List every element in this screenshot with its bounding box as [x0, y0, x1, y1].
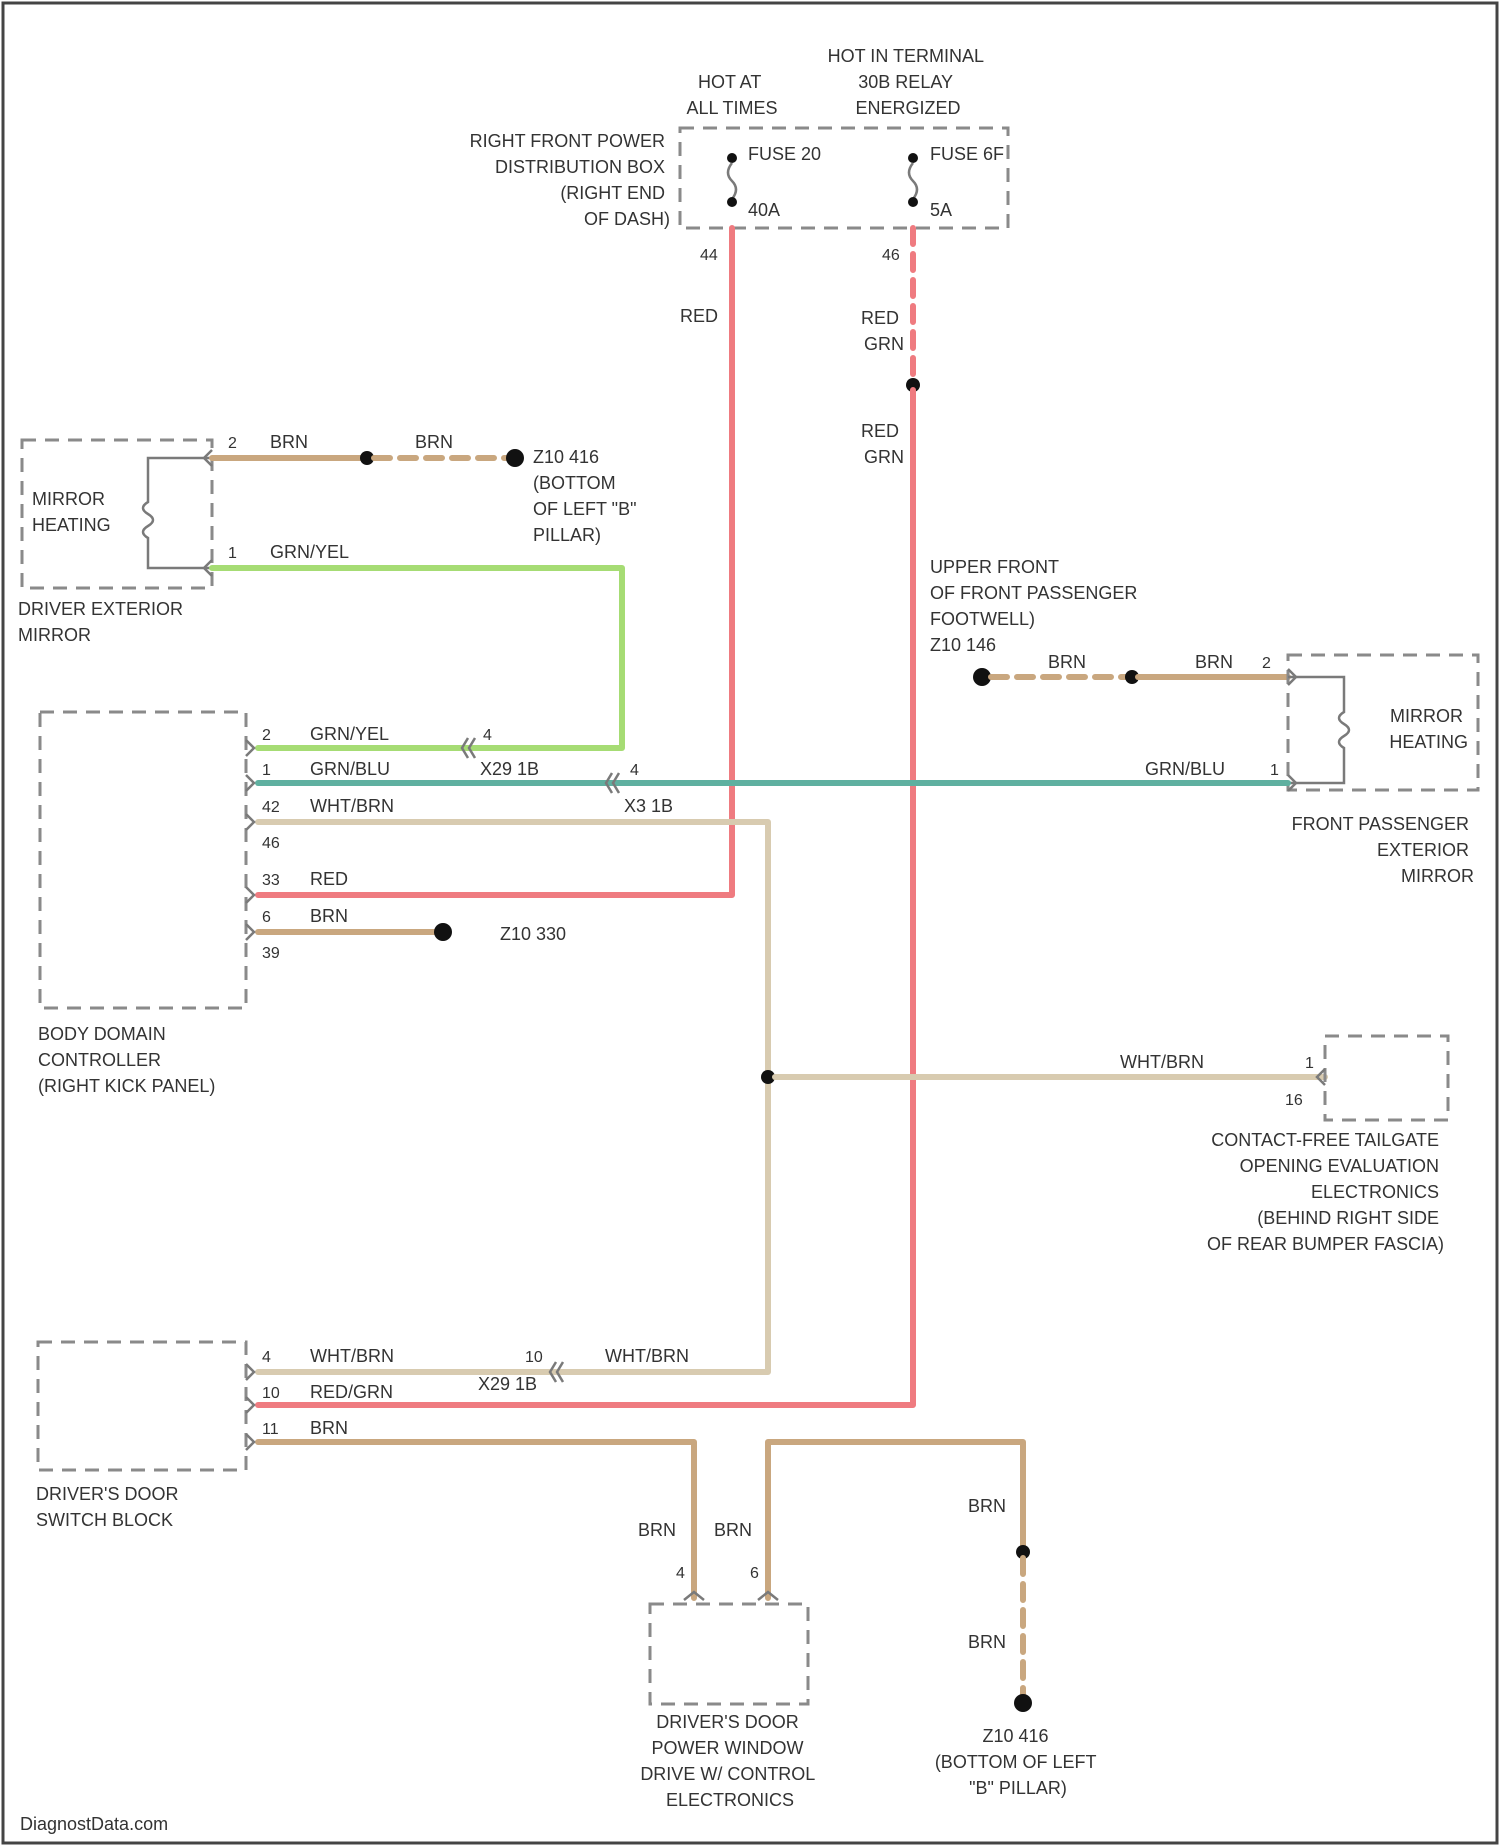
door-switch-label: DRIVER'S DOOR SWITCH BLOCK: [36, 1484, 183, 1530]
fuse-20-rating: 40A: [748, 200, 780, 220]
ground-z10-416-bottom: [1014, 1694, 1032, 1712]
brn-wire-label-7: BRN: [638, 1520, 676, 1540]
window-drive-label: DRIVER'S DOOR POWER WINDOW DRIVE W/ CONT…: [640, 1712, 819, 1810]
red-grn-wire-label-upper: RED GRN: [861, 308, 904, 354]
fuse-6f-name: FUSE 6F: [930, 144, 1004, 164]
x29-1b-bottom-label: X29 1B: [478, 1374, 537, 1394]
driver-mirror-heating-label: MIRROR HEATING: [32, 489, 111, 535]
brn-wire-door-switch-window: [258, 1442, 694, 1598]
window-drive-box: [650, 1604, 808, 1704]
footer-watermark: DiagnostData.com: [20, 1814, 168, 1834]
x29-1b-top-label: X29 1B: [480, 759, 539, 779]
wht-brn-wire-label-1: WHT/BRN: [310, 796, 394, 816]
hot-in-terminal-label: HOT IN TERMINAL 30B RELAY ENERGIZED: [828, 46, 989, 118]
grn-yel-wire: [212, 568, 622, 748]
door-switch-pin-11: 11: [262, 1421, 279, 1438]
brn-wire-label-10: BRN: [968, 1632, 1006, 1652]
red-wire-label-bdc: RED: [310, 869, 348, 889]
red-grn-wire-label-lower: RED GRN: [861, 421, 904, 467]
x3-pin: 4: [630, 762, 639, 779]
fuse-6f: FUSE 6F 5A 46: [882, 144, 1004, 264]
ground-z10-330-label: Z10 330: [500, 924, 566, 944]
grn-blu-wire-label-2: GRN/BLU: [1145, 759, 1225, 779]
pin-markers: [204, 450, 1325, 1450]
brn-wire-label-9: BRN: [968, 1496, 1006, 1516]
window-drive-pin-symbols: [684, 1592, 778, 1600]
door-switch-box: [38, 1342, 246, 1470]
tailgate-box: [1325, 1036, 1448, 1120]
grn-yel-wire-label-2: GRN/YEL: [310, 724, 389, 744]
brn-wire-label-8: BRN: [714, 1520, 752, 1540]
x29-pin-top: 4: [483, 727, 492, 744]
fuse-20: FUSE 20 40A 44: [700, 144, 821, 264]
brn-wire-label-2: BRN: [415, 432, 453, 452]
hot-at-all-times-label: HOT AT ALL TIMES: [686, 72, 777, 118]
passenger-mirror-pin-1: 1: [1270, 762, 1279, 779]
bdc-label: BODY DOMAIN CONTROLLER (RIGHT KICK PANEL…: [38, 1024, 215, 1096]
brn-wire-label-6: BRN: [310, 1418, 348, 1438]
red-grn-wire-label-inline: RED/GRN: [310, 1382, 393, 1402]
driver-mirror-heater-element: [143, 458, 212, 568]
ground-z10-146-label: UPPER FRONT OF FRONT PASSENGER FOOTWELL)…: [930, 557, 1142, 655]
red-wire-label: RED: [680, 306, 718, 326]
power-distribution-box-label: RIGHT FRONT POWER DISTRIBUTION BOX (RIGH…: [470, 131, 670, 229]
wht-brn-wire-bdc: [258, 822, 768, 1372]
tailgate-label: CONTACT-FREE TAILGATE OPENING EVALUATION…: [1207, 1130, 1444, 1254]
driver-mirror-label: DRIVER EXTERIOR MIRROR: [18, 599, 188, 645]
passenger-mirror-heater-element: [1288, 677, 1349, 783]
driver-mirror-pin-1: 1: [228, 545, 237, 562]
wht-brn-wire-label-3: WHT/BRN: [310, 1346, 394, 1366]
bdc-pin-6: 6: [262, 909, 271, 926]
bdc-pin-42: 42: [262, 799, 280, 816]
driver-mirror-pin-2: 2: [228, 435, 237, 452]
door-switch-pin-4: 4: [262, 1349, 271, 1366]
fuse-20-name: FUSE 20: [748, 144, 821, 164]
grn-yel-wire-label-1: GRN/YEL: [270, 542, 349, 562]
door-switch-pin-10: 10: [262, 1385, 280, 1402]
grn-blu-wire-label-1: GRN/BLU: [310, 759, 390, 779]
tailgate-pin-16: 16: [1285, 1092, 1303, 1109]
ground-z10-416-bottom-label: Z10 416 (BOTTOM OF LEFT "B" PILLAR): [935, 1726, 1101, 1798]
passenger-mirror-label: FRONT PASSENGER EXTERIOR MIRROR: [1292, 814, 1474, 886]
driver-mirror-box: [22, 440, 212, 588]
window-drive-pin-4: 4: [676, 1565, 685, 1582]
tailgate-pin-1: 1: [1305, 1055, 1314, 1072]
passenger-mirror-pin-2: 2: [1262, 655, 1271, 672]
bdc-pin-33: 33: [262, 872, 280, 889]
wht-brn-wire-label-4: WHT/BRN: [605, 1346, 689, 1366]
x3-1b-label: X3 1B: [624, 796, 673, 816]
ground-z10-330: [434, 923, 452, 941]
bdc-pin-46: 46: [262, 835, 280, 852]
fuse-6f-pin: 46: [882, 247, 900, 264]
bdc-pin-39: 39: [262, 945, 280, 962]
bdc-box: [40, 712, 246, 1008]
brn-wire-label-4: BRN: [1195, 652, 1233, 672]
brn-wire-label-1: BRN: [270, 432, 308, 452]
bdc-pin-2: 2: [262, 727, 271, 744]
bdc-pin-1: 1: [262, 762, 271, 779]
wht-brn-wire-label-2: WHT/BRN: [1120, 1052, 1204, 1072]
fuse-6f-rating: 5A: [930, 200, 952, 220]
passenger-mirror-heating-label: MIRROR HEATING: [1389, 706, 1468, 752]
brn-wire-label-3: BRN: [1048, 652, 1086, 672]
window-drive-pin-6: 6: [750, 1565, 759, 1582]
x29-pin-bottom: 10: [525, 1349, 543, 1366]
fuse-20-pin: 44: [700, 247, 718, 264]
ground-z10-416-top: [506, 449, 524, 467]
brn-wire-label-5: BRN: [310, 906, 348, 926]
ground-z10-416-top-label: Z10 416 (BOTTOM OF LEFT "B" PILLAR): [533, 447, 641, 545]
brn-wire-window-ground: [768, 1442, 1023, 1598]
